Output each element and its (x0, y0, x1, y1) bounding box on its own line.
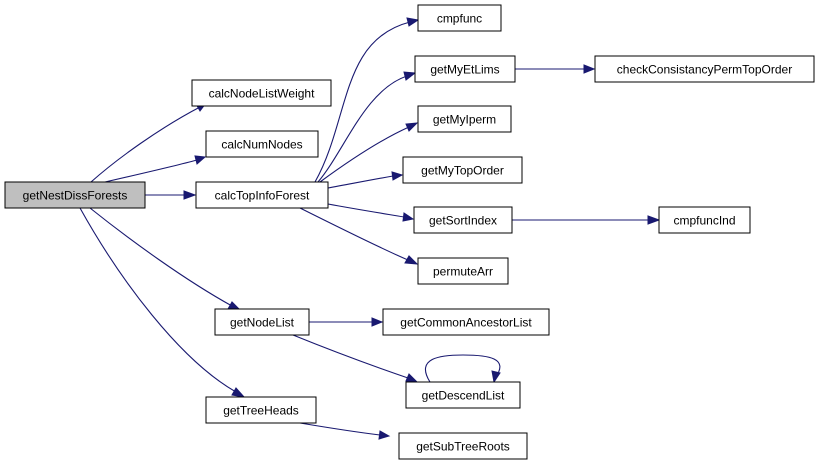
edge-calcTopInfoForest-to-cmpfunc (314, 17, 420, 183)
edge-root-to-calcNumNodes (104, 155, 207, 183)
node-label: getTreeHeads (223, 404, 299, 418)
edge-root-to-calcTopInfoForest (145, 190, 197, 200)
node-getDescendList[interactable]: getDescendList (405, 381, 521, 409)
edge-getNodeList-to-getDescendList (292, 334, 419, 383)
node-label: getNestDissForests (23, 189, 128, 203)
edge-calcTopInfoForest-to-getSortIndex (327, 203, 415, 222)
node-permuteArr[interactable]: permuteArr (417, 257, 509, 285)
node-label: permuteArr (433, 265, 493, 279)
node-getMyEtLims[interactable]: getMyEtLims (414, 55, 516, 83)
node-label: getMyTopOrder (421, 164, 504, 178)
edge-getDescendList-self-loop (424, 354, 501, 384)
node-label: getNodeList (230, 316, 295, 330)
node-getMyTopOrder[interactable]: getMyTopOrder (402, 156, 523, 184)
node-label: checkConsistancyPermTopOrder (617, 63, 792, 77)
node-label: calcTopInfoForest (215, 189, 310, 203)
node-getNodeList[interactable]: getNodeList (214, 308, 310, 336)
node-cmpfunc[interactable]: cmpfunc (417, 4, 502, 32)
node-checkConsistancyPermTopOrder[interactable]: checkConsistancyPermTopOrder (594, 55, 815, 83)
edge-getTreeHeads-to-getSubTreeRoots (299, 422, 391, 440)
edge-root-to-calcNodeListWeight (90, 102, 208, 183)
edge-calcTopInfoForest-to-getMyTopOrder (327, 171, 404, 189)
edge-calcTopInfoForest-to-permuteArr (299, 207, 419, 265)
node-getNestDissForests[interactable]: getNestDissForests (4, 181, 146, 209)
edges (79, 17, 661, 440)
edge-calcTopInfoForest-to-getMyIperm (319, 122, 419, 183)
node-label: calcNodeListWeight (209, 87, 315, 101)
edge-root-to-getTreeHeads (79, 207, 246, 398)
node-label: getMyEtLims (430, 63, 499, 77)
edge-getMyEtLims-to-checkConsistancyPermTopOrder (515, 64, 596, 74)
node-getSortIndex[interactable]: getSortIndex (413, 206, 513, 234)
node-label: getMyIperm (433, 113, 496, 127)
node-getCommonAncestorList[interactable]: getCommonAncestorList (382, 308, 550, 336)
node-getTreeHeads[interactable]: getTreeHeads (205, 396, 317, 424)
node-label: getSortIndex (429, 214, 497, 228)
edge-getNodeList-to-getCommonAncestorList (309, 317, 384, 327)
node-calcNumNodes[interactable]: calcNumNodes (205, 130, 319, 158)
node-calcNodeListWeight[interactable]: calcNodeListWeight (191, 79, 332, 107)
node-getSubTreeRoots[interactable]: getSubTreeRoots (398, 432, 528, 460)
edge-calcTopInfoForest-to-getMyEtLims (317, 71, 417, 183)
node-cmpfuncInd[interactable]: cmpfuncInd (658, 206, 751, 234)
node-label: cmpfuncInd (673, 214, 735, 228)
node-label: getSubTreeRoots (416, 440, 510, 454)
edge-root-to-getNodeList (89, 207, 242, 311)
node-label: getCommonAncestorList (400, 316, 532, 330)
nodes: getNestDissForests calcNodeListWeight ca… (4, 4, 815, 460)
node-getMyIperm[interactable]: getMyIperm (417, 105, 512, 133)
node-label: cmpfunc (437, 12, 482, 26)
edge-getSortIndex-to-cmpfuncInd (512, 215, 661, 225)
node-label: calcNumNodes (221, 138, 302, 152)
node-calcTopInfoForest[interactable]: calcTopInfoForest (195, 181, 329, 209)
node-label: getDescendList (422, 389, 505, 403)
